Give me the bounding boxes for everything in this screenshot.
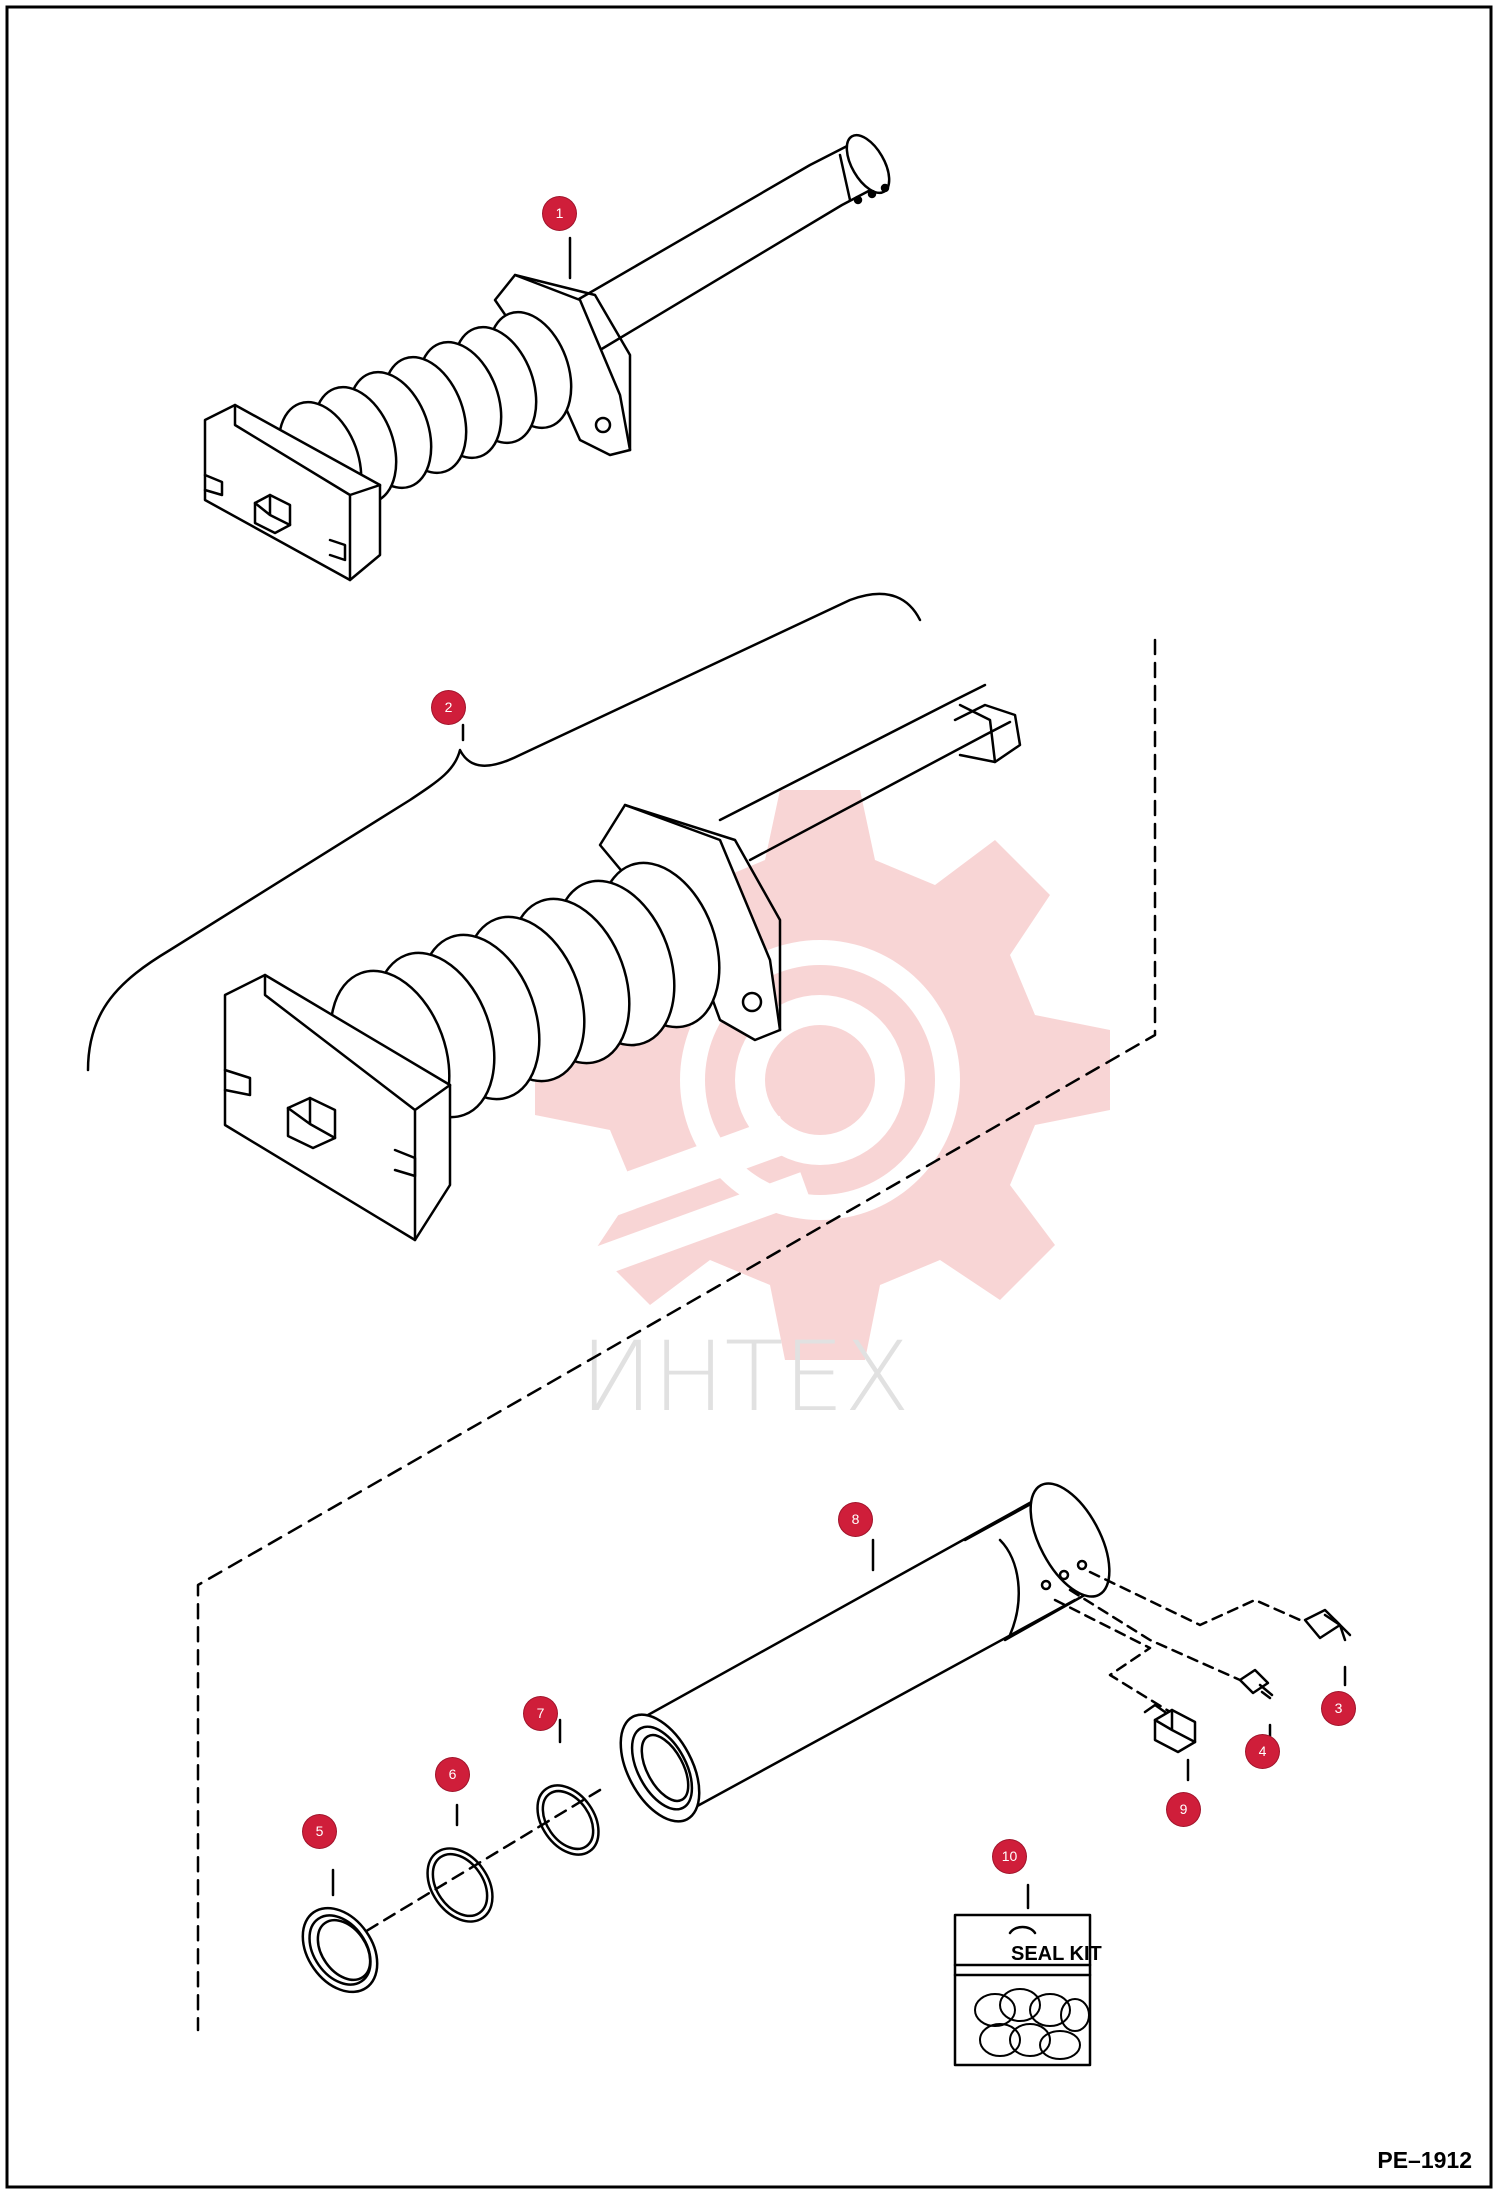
grease-fitting-3 (1303, 1608, 1352, 1642)
recoil-spring-assembly-small (203, 133, 891, 582)
plug-9 (1143, 1703, 1197, 1754)
callout-1[interactable]: 1 (543, 197, 576, 230)
assembly-brace (86, 592, 922, 1072)
drawing-code: PE–1912 (1377, 2147, 1472, 2173)
recoil-spring-assembly-large (223, 683, 1022, 1242)
seal-6 (426, 1847, 494, 1923)
callout-3[interactable]: 3 (1322, 1692, 1355, 1725)
page-frame (5, 5, 1493, 2189)
grease-fitting-4 (1238, 1668, 1274, 1700)
callout-9[interactable]: 9 (1167, 1793, 1200, 1826)
callout-8[interactable]: 8 (839, 1503, 872, 1536)
explode-boundary-line (196, 638, 1157, 2032)
callout-6[interactable]: 6 (436, 1758, 469, 1791)
seal-7 (536, 1784, 600, 1856)
seal-kit-label: SEAL KIT (1011, 1943, 1102, 1965)
callout-7[interactable]: 7 (524, 1697, 557, 1730)
watermark-text: ИНТЕХ (580, 1321, 910, 1433)
callout-5[interactable]: 5 (303, 1815, 336, 1848)
callout-4[interactable]: 4 (1246, 1735, 1279, 1768)
callout-2[interactable]: 2 (432, 691, 465, 724)
seal-kit-bag (953, 1913, 1092, 2067)
seal-5 (301, 1906, 379, 1994)
callout-10[interactable]: 10 (993, 1840, 1026, 1873)
recoil-cylinder (619, 1482, 1111, 1823)
